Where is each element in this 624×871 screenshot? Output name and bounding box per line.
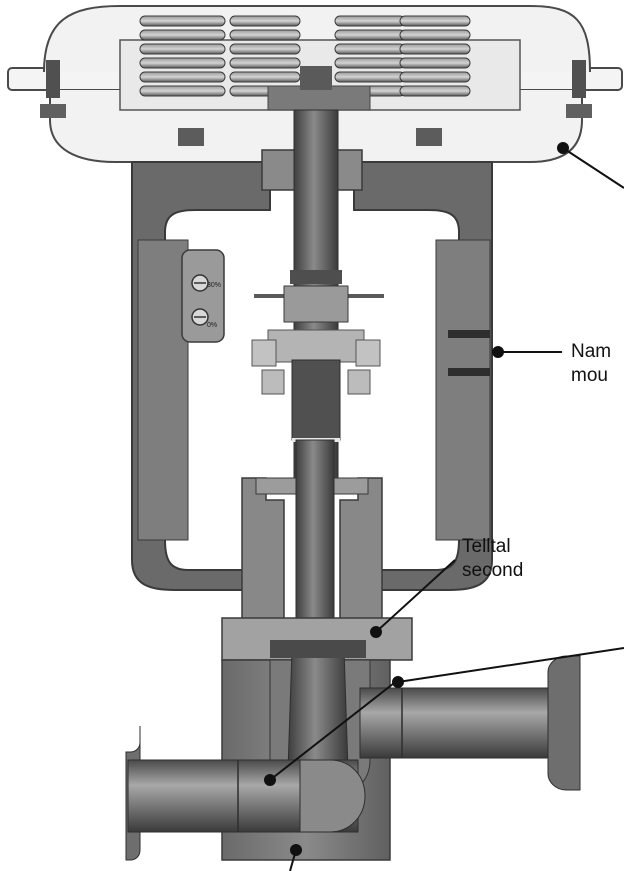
spring-coil — [139, 15, 226, 27]
outlet-port — [359, 655, 581, 791]
bonnet — [241, 439, 383, 641]
spring-coil — [399, 29, 471, 41]
spring-coil — [139, 71, 226, 83]
spring-coil — [334, 57, 406, 69]
inlet-port — [125, 726, 366, 861]
yoke — [131, 149, 493, 591]
yoke-bolts — [178, 128, 442, 146]
leader-lines — [264, 142, 624, 871]
scale-mark-upper: 30% — [207, 282, 221, 289]
spring-coil — [334, 43, 406, 55]
spring-coil — [229, 57, 301, 69]
spring-coil — [139, 85, 226, 97]
spring-coil — [139, 43, 226, 55]
callout-telltale-line2: second — [462, 560, 524, 581]
spring-coil — [229, 43, 301, 55]
callout-telltale: Telltal second — [462, 535, 523, 583]
spring-coil — [229, 29, 301, 41]
stem-connector — [251, 329, 381, 442]
callout-telltale-line1: Telltal — [462, 536, 511, 557]
spring-coil — [399, 57, 471, 69]
spring-coil — [334, 71, 406, 83]
leader-telltale — [375, 559, 456, 633]
actuator-springs — [139, 15, 471, 97]
spring-coil — [229, 71, 301, 83]
travel-indicator-scale: 30% 0% — [181, 249, 225, 343]
spring-coil — [334, 15, 406, 27]
callout-nameplate: Nam mou — [571, 340, 611, 388]
scale-mark-lower: 0% — [207, 322, 217, 329]
leader-body — [397, 647, 624, 683]
spring-coil — [399, 85, 471, 97]
leader-seat — [269, 679, 399, 781]
spring-coil — [139, 29, 226, 41]
leader-housing — [562, 147, 624, 189]
spring-coil — [399, 71, 471, 83]
spring-coil — [139, 57, 226, 69]
leader-bottom — [289, 849, 297, 871]
spring-coil — [229, 15, 301, 27]
spring-coil — [334, 29, 406, 41]
callout-nameplate-line2: mou — [571, 365, 608, 386]
spring-coil — [399, 43, 471, 55]
callout-nameplate-line1: Nam — [571, 341, 612, 362]
stem-nut — [300, 66, 332, 90]
spring-coil — [399, 15, 471, 27]
